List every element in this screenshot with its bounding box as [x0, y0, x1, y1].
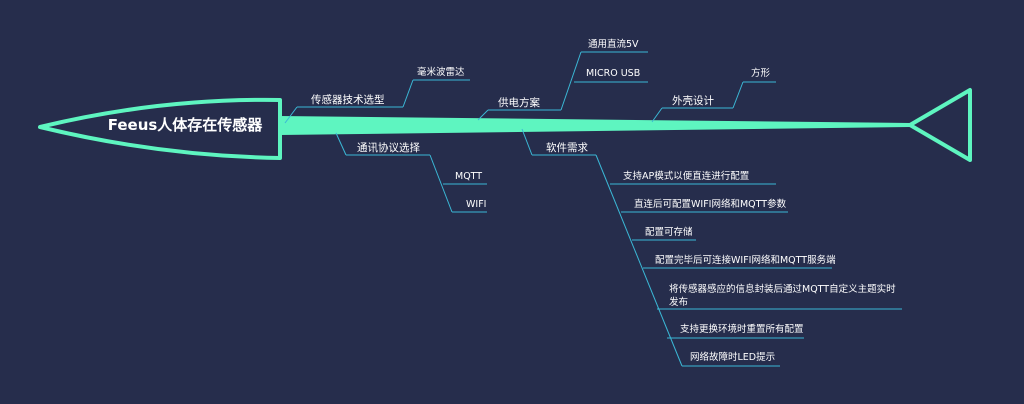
node-software-2: 直连后可配置WIFI网络和MQTT参数	[634, 199, 787, 210]
node-wifi: WIFI	[466, 199, 487, 210]
node-software-3: 配置可存储	[645, 227, 693, 238]
bone-power	[477, 109, 489, 121]
node-software-7: 网络故障时LED提示	[690, 352, 776, 363]
branch-sensor-label: 传感器技术选型	[311, 94, 385, 106]
branch-power-label: 供电方案	[498, 97, 540, 109]
root-title: Feeus人体存在传感器	[107, 116, 263, 134]
branch-software-label: 软件需求	[546, 142, 588, 154]
node-mmwave: 毫米波雷达	[417, 67, 465, 78]
node-square: 方形	[751, 68, 771, 79]
bone-protocol-stem	[429, 154, 453, 213]
bone-software-stem	[595, 154, 683, 367]
node-mqtt: MQTT	[455, 171, 483, 182]
node-software-6: 支持更换环境时重置所有配置	[680, 324, 804, 335]
bone-shell	[651, 107, 663, 123]
fish-head	[38, 97, 282, 160]
node-software-4: 配置完毕后可连接WIFI网络和MQTT服务端	[655, 255, 836, 266]
bone-protocol	[335, 132, 347, 156]
node-micro-usb: MICRO USB	[586, 68, 641, 79]
bone-square	[732, 81, 744, 109]
branch-protocol-label: 通讯协议选择	[357, 142, 420, 154]
bone-sensor	[284, 106, 298, 124]
bone-mmwave	[402, 79, 414, 108]
bone-software	[521, 128, 533, 156]
bone-power-stem	[560, 51, 582, 111]
node-software-1: 支持AP模式以便直连进行配置	[623, 171, 750, 182]
fish-tail	[908, 88, 972, 162]
node-software-5: 将传感器感应的信息封装后通过MQTT自定义主题实时发布	[669, 284, 896, 308]
node-5v: 通用直流5V	[588, 39, 639, 50]
branch-shell-label: 外壳设计	[672, 95, 714, 107]
fish-spine	[280, 116, 910, 135]
